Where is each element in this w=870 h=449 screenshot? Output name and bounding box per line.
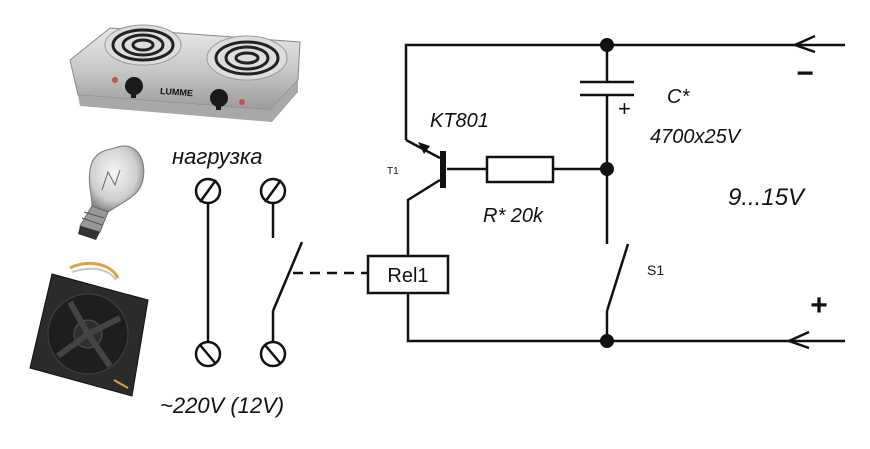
stove-knob-left [125, 77, 143, 95]
power-positive-terminal: + [785, 289, 828, 350]
load-terminal-top-right [259, 177, 287, 205]
supply-voltage-range: 9...15V [728, 184, 806, 211]
relay-label: Rel1 [387, 265, 428, 287]
positive-sign: + [810, 289, 828, 322]
capacitor-polarity: + [618, 96, 631, 121]
load-heading: нагрузка [172, 144, 263, 169]
switch-s1: S1 [605, 243, 664, 312]
stove-knob-right [210, 89, 228, 107]
load-terminal-bottom-left [194, 340, 222, 368]
resistor-label: R* 20k [483, 205, 544, 227]
transistor-ref: T1 [387, 166, 399, 177]
relay-contact [271, 241, 304, 342]
capacitor-ref: C* [667, 86, 690, 108]
junction-dot [600, 334, 614, 348]
cooling-fan-image [29, 261, 149, 397]
electric-stove-image: LUMME [69, 24, 301, 122]
resistor-r: R* 20k [483, 155, 555, 227]
relay-coil: Rel1 [366, 254, 450, 295]
stove-brand-label: LUMME [160, 86, 194, 98]
junction-dot [600, 162, 614, 176]
load-supply-label: ~220V (12V) [160, 393, 284, 418]
capacitor-value: 4700x25V [650, 126, 742, 148]
load-terminal-bottom-right [259, 340, 287, 368]
negative-sign: − [796, 57, 814, 90]
emitter-arrow-icon [418, 142, 430, 154]
junction-dot [600, 38, 614, 52]
capacitor-c: + C* 4700x25V [580, 80, 742, 148]
light-bulb-image [78, 145, 145, 240]
transistor-t1: T1 KT801 [387, 110, 489, 188]
switch-label: S1 [647, 262, 664, 278]
transistor-part: KT801 [430, 110, 489, 132]
power-negative-terminal: − [791, 34, 816, 90]
load-terminal-top-left [194, 177, 222, 205]
